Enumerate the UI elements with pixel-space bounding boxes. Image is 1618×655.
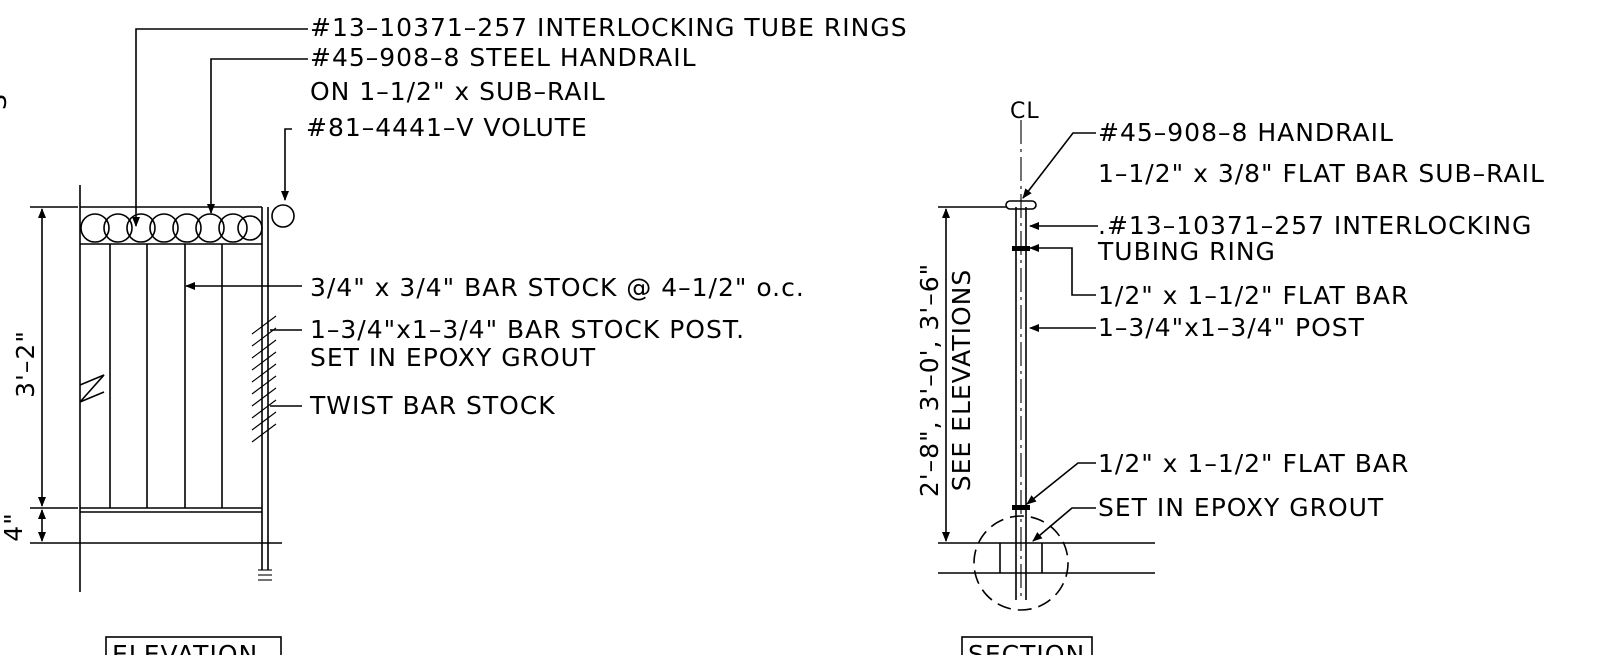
leader-volute <box>281 128 292 201</box>
edge-text: S <box>0 93 12 110</box>
note-handrail-2: ON 1–1/2" x SUB–RAIL <box>310 77 606 106</box>
section-handrail <box>1005 200 1037 210</box>
detail-circle <box>973 515 1069 611</box>
note-section-handrail: #45–908–8 HANDRAIL <box>1098 118 1394 147</box>
ring <box>80 213 110 243</box>
ring <box>172 213 202 243</box>
note-section-post: 1–3/4"x1–3/4" POST <box>1098 313 1365 342</box>
ring <box>195 213 225 243</box>
dim-height-label: 3'–2" <box>11 330 40 398</box>
note-handrail-1: #45–908–8 STEEL HANDRAIL <box>310 43 697 72</box>
note-grout: SET IN EPOXY GROUT <box>1098 493 1384 522</box>
centerline-label: CL <box>1010 99 1040 124</box>
leader-flat-bar-top <box>1029 244 1096 296</box>
ring <box>237 215 263 241</box>
volute-scroll <box>271 204 295 228</box>
note-twist: TWIST BAR STOCK <box>309 391 556 420</box>
leader-grout <box>1032 507 1096 542</box>
flat-bar-bottom-mark <box>1012 505 1030 510</box>
note-subrail: 1–1/2" x 3/8" FLAT BAR SUB–RAIL <box>1098 159 1545 188</box>
note-bar-stock: 3/4" x 3/4" BAR STOCK @ 4–1/2" o.c. <box>310 273 805 302</box>
ring <box>103 213 133 243</box>
ring <box>218 213 248 243</box>
section-dim-heights: 2'–8", 3'–0', 3'–6" <box>915 263 944 497</box>
leader-handrail <box>207 58 308 214</box>
flat-bar-top-mark <box>1012 246 1030 251</box>
leader-section-handrail <box>1022 132 1096 199</box>
dim-base-label: 4" <box>0 512 28 541</box>
note-flat-bar-top: 1/2" x 1–1/2" FLAT BAR <box>1098 281 1409 310</box>
elevation-title-box <box>105 636 282 655</box>
note-post-1: 1–3/4"x1–3/4" BAR STOCK POST. <box>310 315 745 344</box>
tube-rings <box>80 213 263 243</box>
section-view: CL 2'–8", 3'–0', 3'–6" SEE ELEVATIONS #4… <box>915 99 1545 655</box>
section-title-box <box>961 636 1093 655</box>
note-tube-rings: #13–10371–257 INTERLOCKING TUBE RINGS <box>310 13 908 42</box>
leader-tube-rings <box>132 28 308 227</box>
elevation-title: ELEVATION <box>112 640 258 655</box>
note-flat-bar-bottom: 1/2" x 1–1/2" FLAT BAR <box>1098 449 1409 478</box>
note-volute: #81–4441–V VOLUTE <box>306 113 588 142</box>
twist-hatch <box>251 315 277 443</box>
note-post-2: SET IN EPOXY GROUT <box>310 343 596 372</box>
section-dim-see: SEE ELEVATIONS <box>947 269 976 491</box>
elevation-view: S <box>0 13 908 655</box>
note-ring-1: .#13–10371–257 INTERLOCKING <box>1098 211 1532 240</box>
leader-flat-bar-bottom <box>1026 462 1096 505</box>
section-title: SECTION <box>968 640 1085 655</box>
note-ring-2: TUBING RING <box>1097 237 1276 266</box>
break-symbol <box>79 374 105 403</box>
ring <box>126 213 156 243</box>
ring <box>149 213 179 243</box>
